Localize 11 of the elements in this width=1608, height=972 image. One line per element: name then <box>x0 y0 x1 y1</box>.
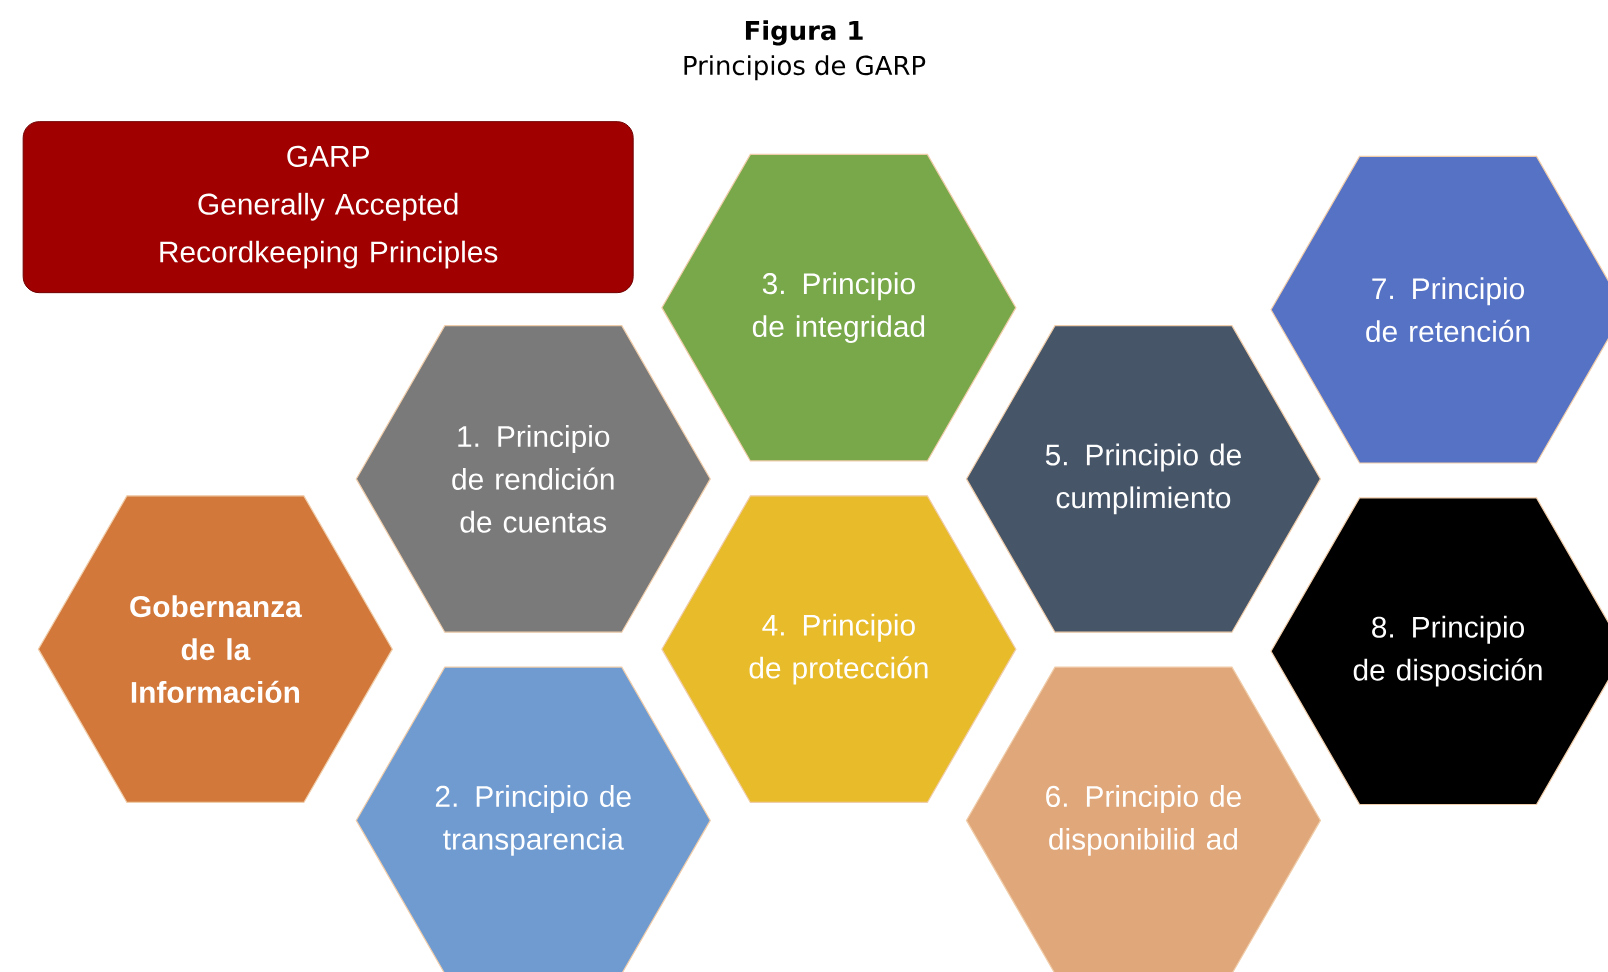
hexagon: 3. Principio de integridad <box>661 153 1017 462</box>
hexagon: 6. Principio de disponibilid ad <box>965 666 1322 972</box>
hexagon: 1. Principio de rendición de cuentas <box>355 324 711 633</box>
figure-title: Figura 1 <box>745 20 863 46</box>
hexagon: 8. Principio de disposición <box>1270 497 1608 805</box>
hexagon: 7. Principio de retención <box>1270 155 1608 464</box>
hexagon: 2. Principio de transparencia <box>355 666 711 972</box>
hexagon: 4. Principio de protección <box>661 495 1017 803</box>
title-box: GARP Generally Accepted Recordkeeping Principles <box>22 121 634 294</box>
hexagon: 5. Principio de cumplimiento <box>965 324 1322 633</box>
figure-caption: Principios de GARP <box>684 55 926 81</box>
